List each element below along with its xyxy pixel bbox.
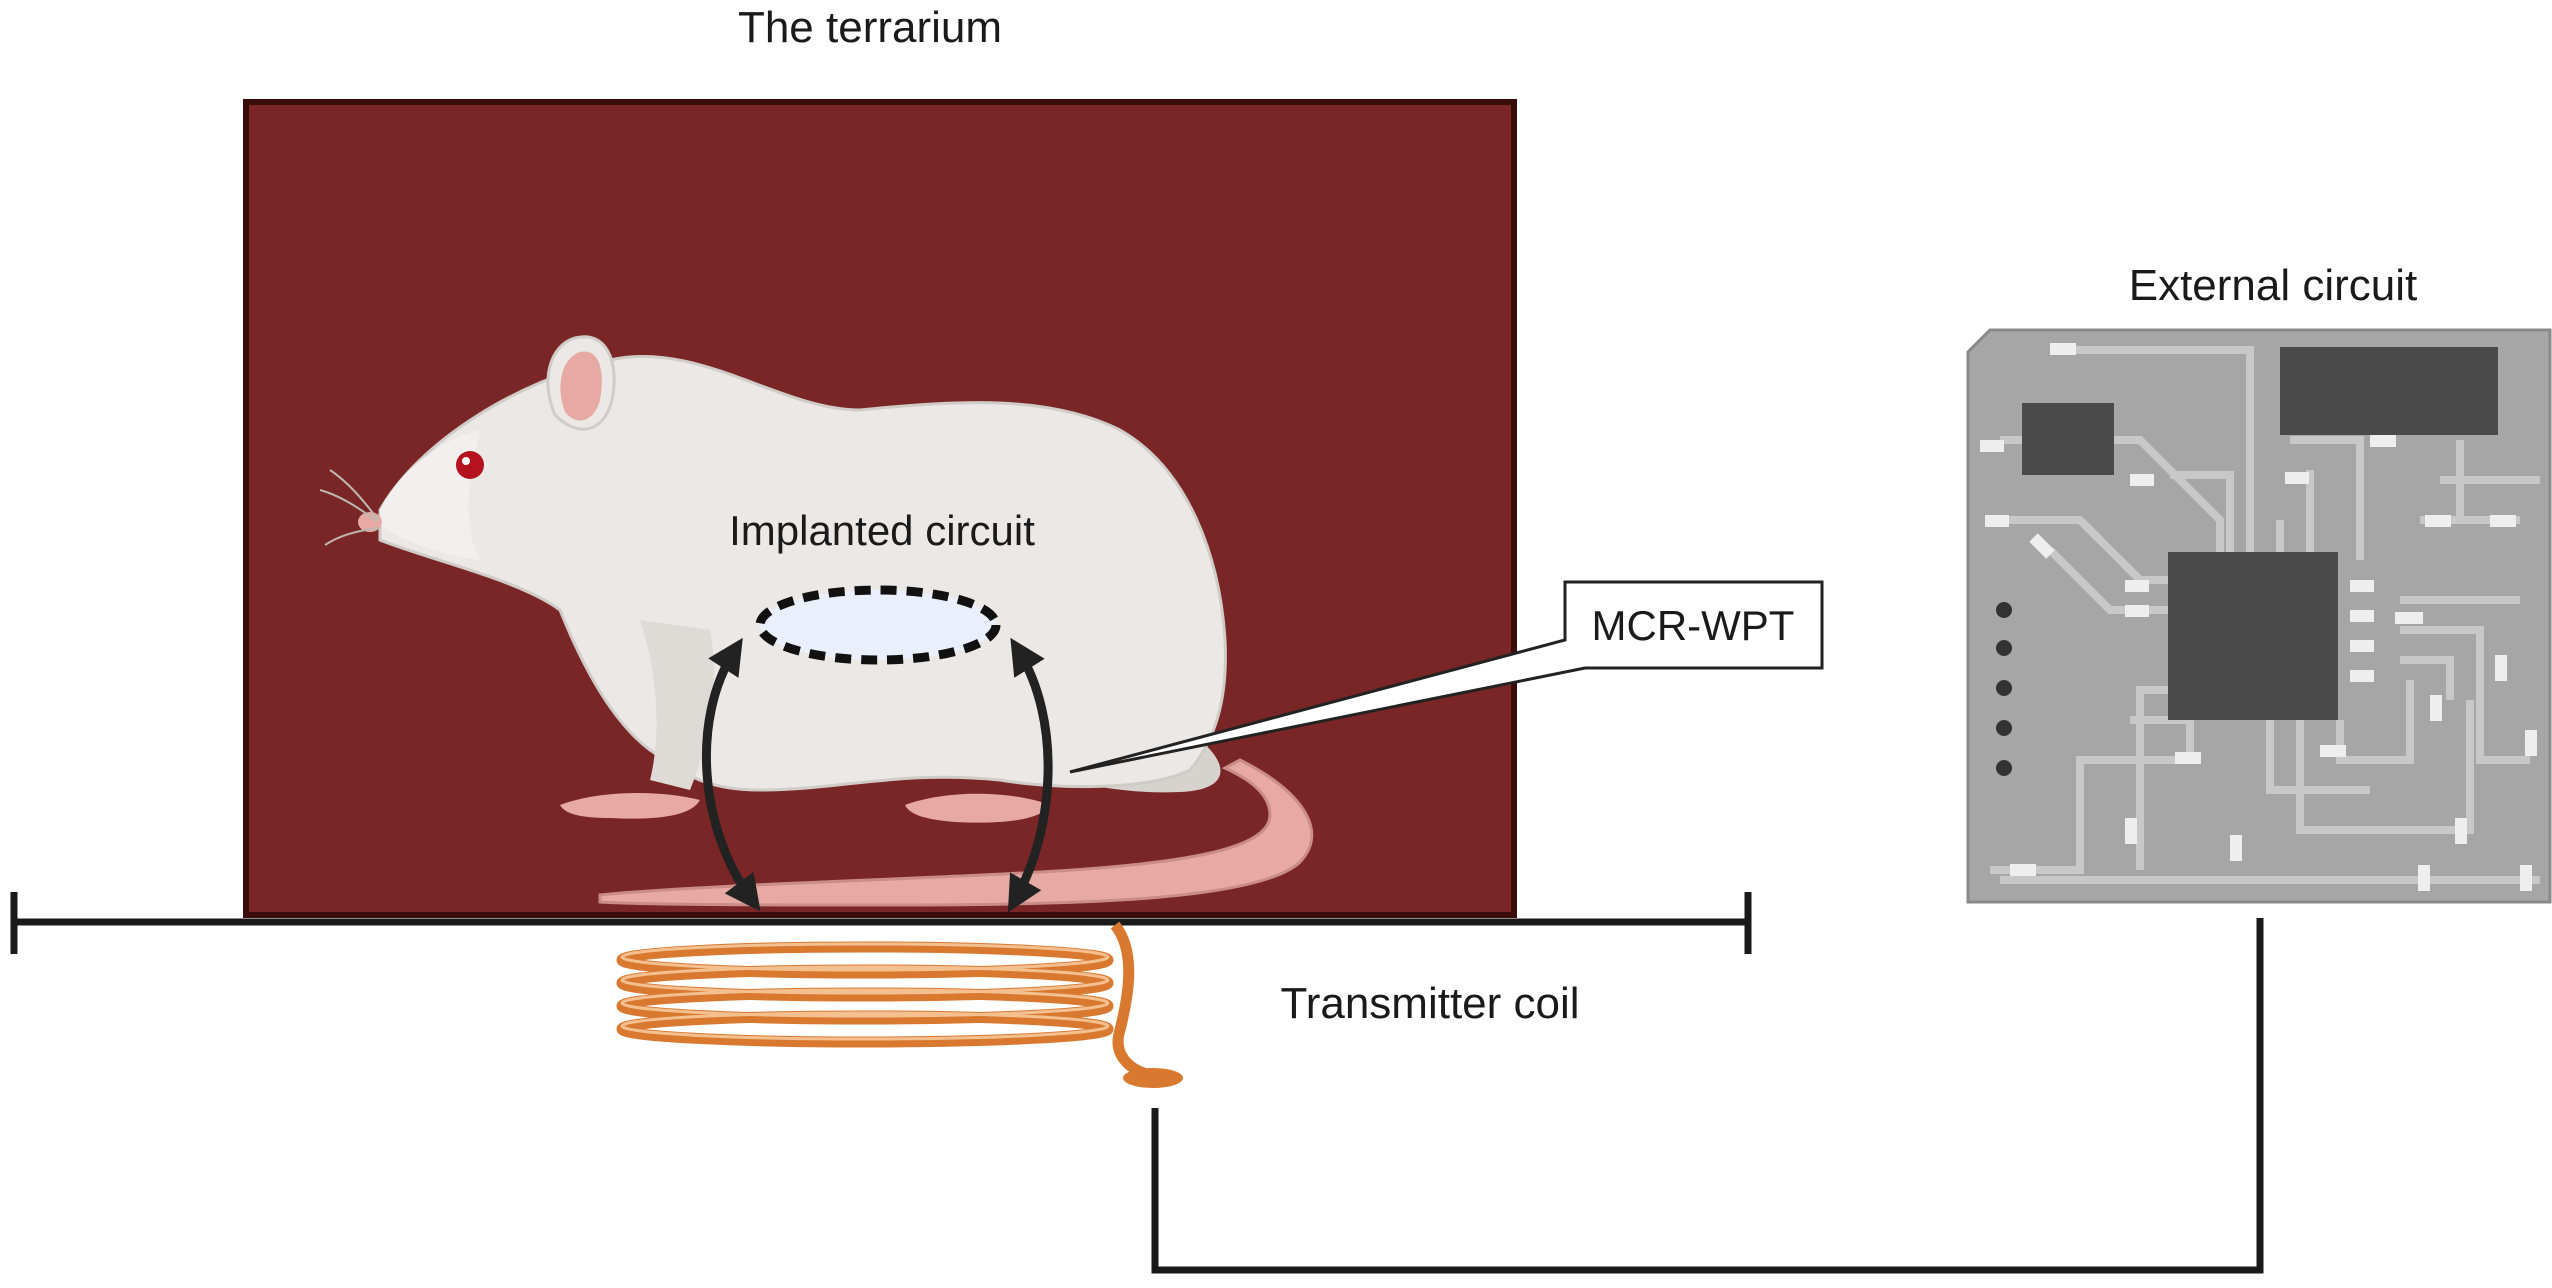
mcr-wpt-callout [1069,580,1824,774]
double-headed-arrow-icon [701,637,1053,913]
implanted-circuit [755,585,1001,665]
transmitter-coil-label: Transmitter coil [1280,979,1579,1028]
base-platform-line [10,892,1752,954]
implanted-circuit-label: Implanted circuit [729,507,1035,554]
circuit-board-icon [1966,328,2552,904]
connection-wire [1151,918,2264,1274]
copper-coil-icon [616,921,1183,1088]
terrarium-label: The terrarium [738,3,1002,52]
mcr-wpt-label: MCR-WPT [1592,602,1795,649]
external-circuit-label: External circuit [2129,261,2418,310]
